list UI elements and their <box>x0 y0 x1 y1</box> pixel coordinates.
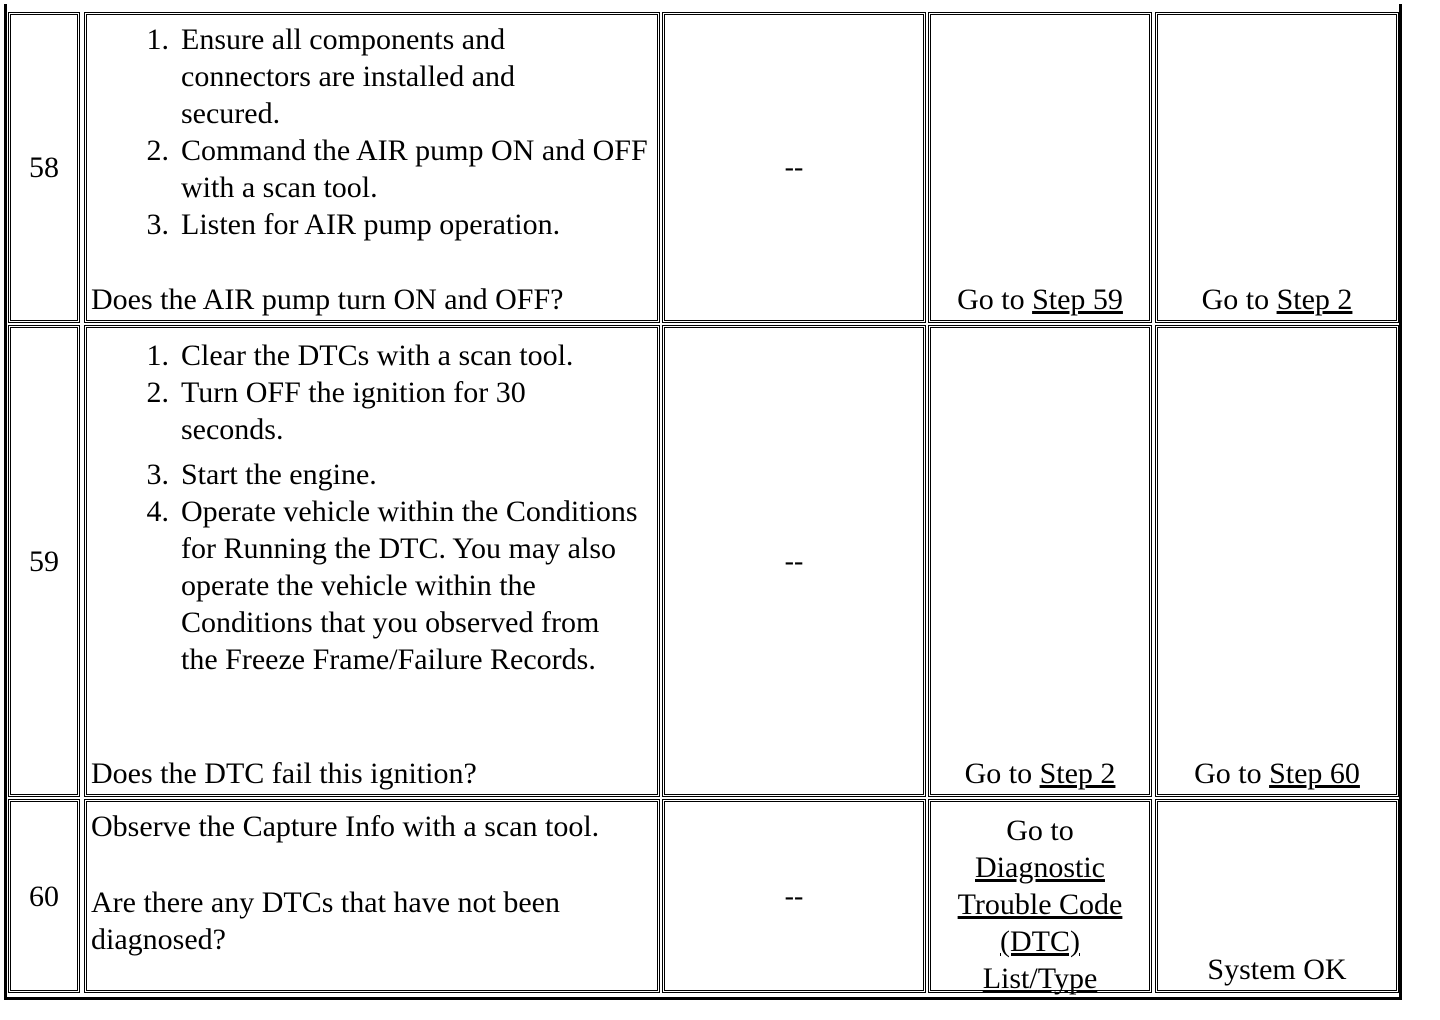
action-text-60: Observe the Capture Info with a scan too… <box>91 810 600 843</box>
value-cell-59: -- <box>662 325 926 797</box>
step-number-59: 59 <box>8 325 80 797</box>
action-cell-60: Observe the Capture Info with a scan too… <box>84 799 660 993</box>
list-item: 4.Operate vehicle within the Conditions … <box>146 495 638 676</box>
no-cell-60: System OK <box>1155 799 1399 993</box>
action-cell-59: 1.Clear the DTCs with a scan tool. 2.Tur… <box>84 325 660 797</box>
value-cell-60: -- <box>662 799 926 993</box>
question-60: Are there any DTCs that have not been di… <box>91 886 560 956</box>
go-to-label: Go to <box>1006 814 1074 847</box>
yes-cell-60: Go to Diagnostic Trouble Code (DTC) List… <box>928 799 1152 995</box>
step-number-60: 60 <box>8 799 80 993</box>
action-cell-58: 1.Ensure all components and connectors a… <box>84 12 660 323</box>
list-item: 2.Command the AIR pump ON and OFF with a… <box>146 134 648 204</box>
step-link[interactable]: Step 2 <box>1039 757 1116 790</box>
yes-cell-59: Go to Step 2 <box>928 325 1152 797</box>
yes-cell-58: Go to Step 59 <box>928 12 1152 323</box>
step-link[interactable]: Step 60 <box>1269 757 1360 790</box>
question-59: Does the DTC fail this ignition? <box>91 757 477 790</box>
step-number-58: 58 <box>8 12 80 323</box>
step-link[interactable]: Step 59 <box>1032 283 1123 316</box>
list-item: 3.Listen for AIR pump operation. <box>146 208 561 241</box>
no-cell-58: Go to Step 2 <box>1155 12 1399 323</box>
system-ok-text: System OK <box>1207 953 1347 986</box>
list-item: 1.Ensure all components and connectors a… <box>146 23 516 130</box>
action-list-58: 1.Ensure all components and connectors a… <box>87 21 657 243</box>
list-item: 3.Start the engine. <box>146 458 377 491</box>
table-frame <box>4 4 1402 1000</box>
list-item: 2.Turn OFF the ignition for 30 seconds. <box>146 376 526 446</box>
action-list-59: 1.Clear the DTCs with a scan tool. 2.Tur… <box>87 337 657 678</box>
no-cell-59: Go to Step 60 <box>1155 325 1399 797</box>
dtc-list-link[interactable]: Diagnostic Trouble Code (DTC) List/Type <box>957 851 1123 995</box>
list-item: 1.Clear the DTCs with a scan tool. <box>146 339 574 372</box>
step-link[interactable]: Step 2 <box>1276 283 1353 316</box>
value-cell-58: -- <box>662 12 926 323</box>
question-58: Does the AIR pump turn ON and OFF? <box>91 283 564 316</box>
